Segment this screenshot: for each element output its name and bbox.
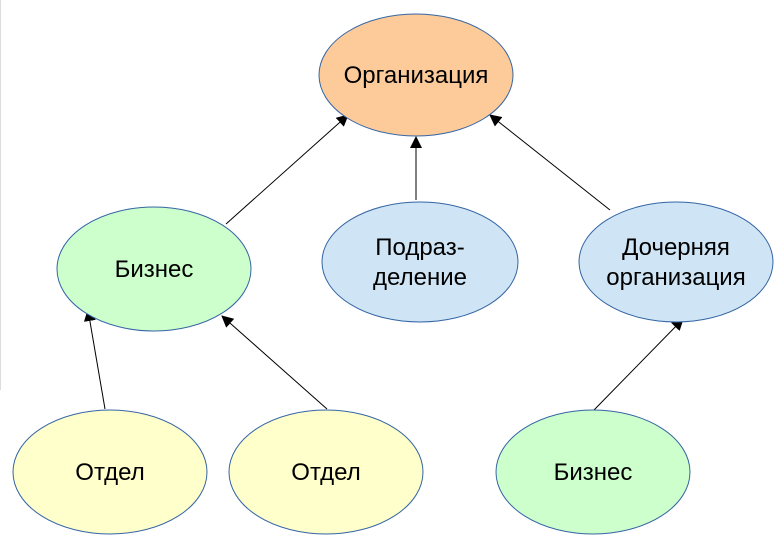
node-label: Дочерняя bbox=[622, 234, 730, 261]
node-label: Бизнес bbox=[115, 256, 194, 283]
node-sub: Дочерняя организация bbox=[578, 201, 774, 323]
node-ellipse bbox=[321, 201, 519, 323]
node-org: Организация bbox=[318, 13, 514, 137]
node-dep1: Отдел bbox=[12, 409, 208, 535]
node-label: Бизнес bbox=[554, 459, 633, 486]
node-div: Подраз-деление bbox=[321, 201, 519, 323]
node-label: деление bbox=[373, 264, 467, 291]
node-ellipse bbox=[228, 409, 424, 535]
node-label: Отдел bbox=[291, 459, 360, 486]
node-ellipse bbox=[56, 206, 252, 332]
arrow-biz2-to-sub bbox=[593, 318, 684, 411]
node-ellipse bbox=[12, 409, 208, 535]
arrow-sub-to-org bbox=[489, 114, 611, 211]
node-ellipse bbox=[578, 201, 774, 323]
arrow-dep2-to-biz1 bbox=[221, 315, 328, 410]
node-label: Организация bbox=[344, 62, 489, 89]
node-label: Отдел bbox=[75, 459, 144, 486]
arrow-biz1-to-org bbox=[225, 114, 349, 225]
node-ellipse bbox=[318, 13, 514, 137]
arrow-dep1-to-biz1 bbox=[83, 309, 106, 410]
node-dep2: Отдел bbox=[228, 409, 424, 535]
node-biz2: Бизнес bbox=[495, 409, 691, 535]
node-label: Подраз- bbox=[375, 234, 465, 261]
node-ellipse bbox=[495, 409, 691, 535]
node-label: организация bbox=[606, 264, 745, 291]
node-biz1: Бизнес bbox=[56, 206, 252, 332]
